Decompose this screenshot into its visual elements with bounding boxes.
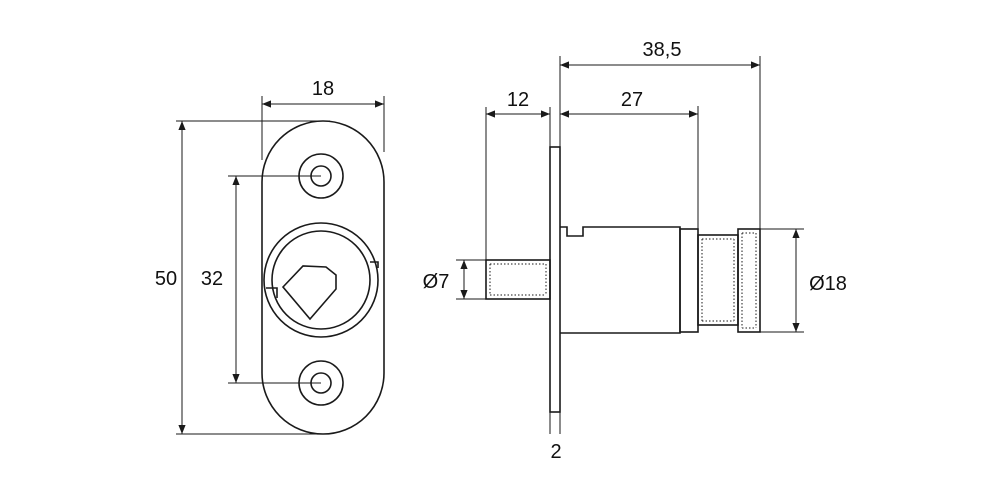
front-view: 18 50 32: [155, 78, 385, 435]
lock-cylinder-face: [263, 222, 379, 338]
body-length-dimension: 27: [560, 89, 699, 229]
front-collar: [737, 228, 761, 333]
body-diameter-dimension: Ø18: [760, 228, 847, 333]
width-dimension-label: 18: [312, 78, 334, 100]
plate-thickness-dimension: 2: [549, 412, 562, 463]
shaft-length-dimension: 12: [485, 89, 551, 260]
keyway-icon: [281, 265, 337, 321]
cylinder-body: [560, 226, 699, 334]
body-length-label: 27: [621, 89, 643, 111]
plate-thickness-label: 2: [550, 441, 561, 463]
width-dimension: 18: [261, 78, 385, 160]
height-dimension-label: 50: [155, 268, 177, 290]
shaft-length-label: 12: [507, 89, 529, 111]
overall-length-dimension: 38,5: [559, 39, 761, 229]
mounting-plate-outline: [261, 120, 385, 435]
height-dimension: 50: [155, 120, 330, 435]
hole-spacing-dimension: 32: [201, 175, 321, 384]
threaded-neck: [697, 234, 739, 326]
side-view: 38,5 27 12 2 Ø7: [423, 39, 847, 463]
body-diameter-label: Ø18: [809, 273, 847, 295]
hole-spacing-dimension-label: 32: [201, 268, 223, 290]
overall-length-label: 38,5: [643, 39, 682, 61]
plate-edge: [549, 146, 561, 413]
shaft-diameter-label: Ø7: [423, 271, 450, 293]
shaft-diameter-dimension: Ø7: [423, 259, 486, 300]
left-shaft: [485, 259, 551, 300]
